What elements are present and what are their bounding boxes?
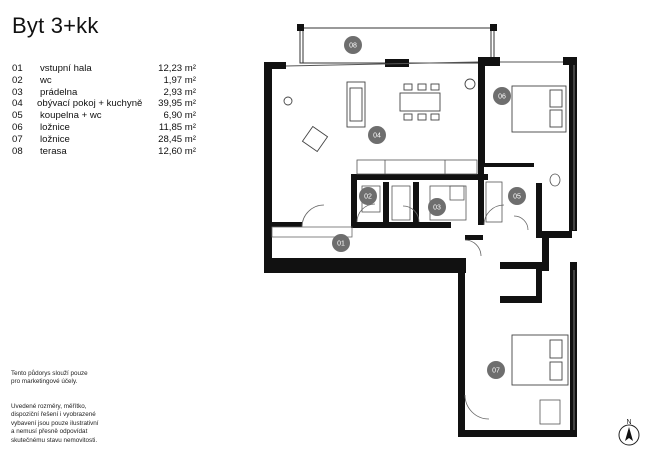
interior-walls [272, 163, 542, 303]
note-line: vybavení jsou pouze ilustrativní [11, 419, 99, 427]
legend-row: 06 ložnice 11,85 m² [12, 122, 196, 134]
compass-icon: N [618, 419, 640, 446]
door-swings [301, 203, 529, 420]
badge-label: 03 [433, 205, 441, 212]
page-title: Byt 3+kk [12, 13, 99, 38]
note-line: skutečnému stavu nemovitosti. [11, 436, 98, 444]
room-area: 6,90 m² [163, 110, 196, 122]
window-line [285, 61, 479, 67]
legend-row: 07 ložnice 28,45 m² [12, 134, 196, 146]
armchair [301, 125, 329, 153]
room-number: 02 [12, 74, 23, 86]
room-name: ložnice [40, 121, 70, 133]
room-number: 03 [12, 86, 23, 98]
room-area: 12,23 m² [158, 63, 196, 74]
bathroom-fixtures [361, 173, 561, 223]
room-number: 07 [12, 133, 23, 145]
room-name: koupelna + wc [40, 110, 102, 122]
terrace-outline [299, 27, 495, 64]
disclaimer-marketing: Tento půdorys slouží pouze pro marketing… [11, 370, 151, 387]
exterior-walls [264, 57, 577, 437]
terrace-post [490, 24, 497, 31]
legend-row: 03 prádelna 2,93 m² [12, 87, 196, 99]
terrace-post [297, 24, 304, 31]
legend-row: 04 obývací pokoj + kuchyně 39,95 m² [12, 98, 196, 110]
dining-table [399, 83, 441, 121]
badge-label: 01 [337, 241, 345, 248]
legend-row: 01 vstupní hala 12,23 m² [12, 63, 196, 75]
room-name: obývací pokoj + kuchyně [37, 98, 143, 110]
badge-label: 04 [373, 133, 381, 140]
legend-row: 05 koupelna + wc 6,90 m² [12, 110, 196, 122]
room-name: prádelna [40, 86, 78, 98]
room-name: vstupní hala [40, 63, 92, 74]
legend-row: 08 terasa 12,60 m² [12, 146, 196, 158]
disclaimer-dimensions: Uvedené rozměry, měřítko, dispoziční řeš… [11, 403, 151, 445]
badge-02: 02 [359, 187, 377, 205]
room-area: 39,95 m² [158, 98, 196, 110]
badge-04: 04 [368, 126, 386, 144]
badge-label: 08 [349, 43, 357, 50]
room-name: ložnice [40, 133, 70, 145]
desk-07 [539, 399, 561, 425]
room-legend: 01 vstupní hala 12,23 m² 02 wc 1,97 m² 03 prá… [12, 63, 196, 157]
badge-01: 01 [332, 234, 350, 252]
sofa [346, 81, 366, 128]
compass-north-label: N [626, 419, 631, 426]
note-line: Uvedené rozměry, měřítko, [11, 403, 87, 410]
legend-row: 02 wc 1,97 m² [12, 75, 196, 87]
room-area: 28,45 m² [158, 133, 196, 145]
room-name: terasa [40, 145, 67, 157]
room-number: 04 [12, 98, 23, 110]
room-area: 11,85 m² [158, 121, 196, 133]
badge-label: 07 [492, 368, 500, 375]
room-number: 06 [12, 121, 23, 133]
plant [283, 78, 476, 106]
room-number: 08 [12, 145, 23, 157]
room-area: 12,60 m² [158, 145, 196, 157]
kitchen-counter [356, 159, 478, 175]
badge-03: 03 [428, 198, 446, 216]
badge-label: 06 [498, 94, 506, 101]
room-name: wc [40, 74, 52, 86]
badge-08: 08 [344, 36, 362, 54]
room-area: 2,93 m² [163, 86, 196, 98]
badge-label: 05 [513, 194, 521, 201]
note-line: dispoziční řešení i vyobrazené [11, 411, 96, 419]
room-number: 01 [12, 63, 23, 74]
hall-wardrobe [271, 226, 353, 238]
room-number: 05 [12, 110, 23, 122]
badge-06: 06 [493, 87, 511, 105]
note-line: a nemusí přesně odpovídat [11, 428, 88, 436]
badge-label: 02 [364, 194, 372, 201]
note-line: Tento půdorys slouží pouze [11, 370, 88, 377]
note-line: pro marketingové účely. [11, 378, 78, 386]
badge-07: 07 [487, 361, 505, 379]
bed-06 [511, 85, 567, 133]
bed-07 [511, 334, 569, 386]
badge-05: 05 [508, 187, 526, 205]
room-area: 1,97 m² [163, 74, 196, 86]
